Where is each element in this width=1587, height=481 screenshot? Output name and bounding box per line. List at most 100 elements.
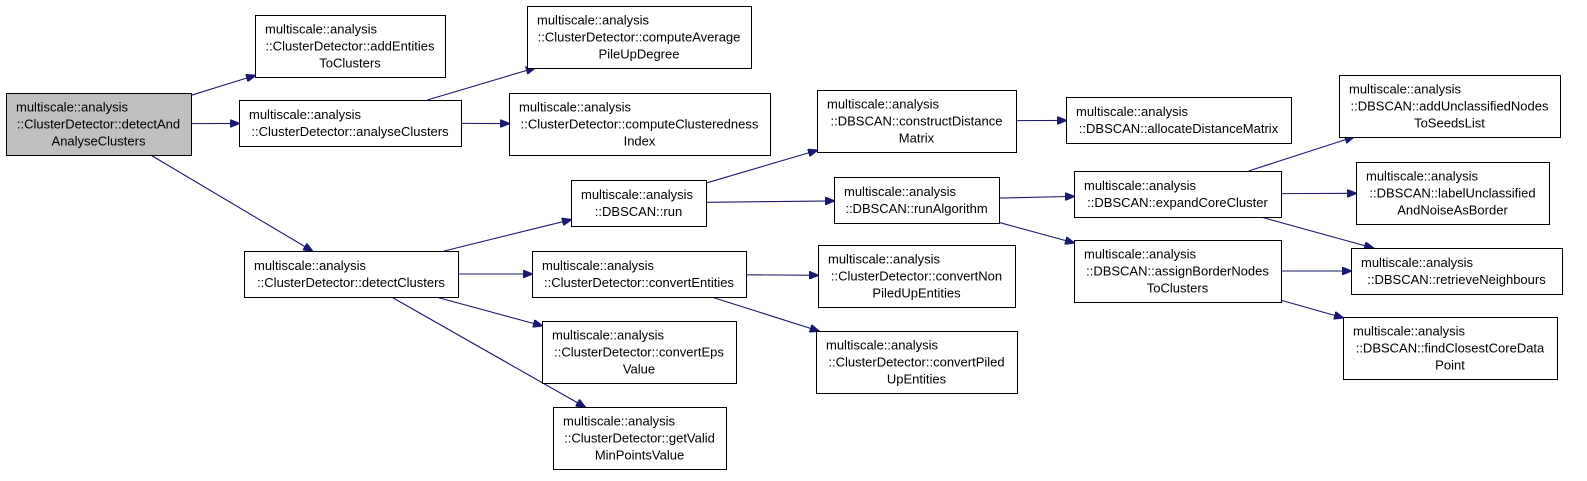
node-label-line: ToClusters [1147, 281, 1209, 296]
node-box [527, 6, 752, 69]
node-label-line: UpEntities [887, 372, 947, 387]
edge-expandCoreCluster-to-addUnclassifiedNodesToSeedsList [1248, 137, 1354, 172]
node-label-line: ::DBSCAN::constructDistance [831, 114, 1003, 129]
node-addEntitiesToClusters[interactable]: multiscale::analysis::ClusterDetector::a… [255, 15, 446, 78]
node-label-line: ToClusters [319, 56, 381, 71]
node-label-line: ::ClusterDetector::detectAnd [17, 117, 180, 132]
node-label-line: ::ClusterDetector::analyseClusters [251, 124, 449, 139]
node-label-line: AndNoiseAsBorder [1397, 203, 1508, 218]
node-computeClusterednessIndex[interactable]: multiscale::analysis::ClusterDetector::c… [509, 93, 771, 156]
edge-runAlgorithm-to-expandCoreCluster [998, 196, 1074, 198]
node-label-line: ::DBSCAN::assignBorderNodes [1086, 264, 1269, 279]
node-getValidMinPointsValue[interactable]: multiscale::analysis::ClusterDetector::g… [553, 407, 727, 470]
node-detectAndAnalyseClusters[interactable]: multiscale::analysis::ClusterDetector::d… [6, 93, 192, 156]
node-label-line: multiscale::analysis [826, 338, 938, 353]
node-label-line: ::DBSCAN::expandCoreCluster [1087, 195, 1268, 210]
node-label-line: ::DBSCAN::findClosestCoreData [1356, 341, 1545, 356]
node-label-line: ::DBSCAN::labelUnclassified [1369, 186, 1535, 201]
node-addUnclassifiedNodesToSeedsList[interactable]: multiscale::analysis::DBSCAN::addUnclass… [1339, 75, 1561, 138]
node-box [818, 245, 1016, 308]
node-labelUnclassifiedAndNoiseAsBorder[interactable]: multiscale::analysis::DBSCAN::labelUncla… [1356, 162, 1550, 225]
node-label-line: multiscale::analysis [249, 107, 361, 122]
node-label-line: multiscale::analysis [1349, 82, 1461, 97]
node-label-line: multiscale::analysis [827, 97, 939, 112]
node-box [816, 331, 1018, 394]
edge-detectClusters-to-getValidMinPointsValue [391, 296, 585, 407]
node-convertEntities[interactable]: multiscale::analysis::ClusterDetector::c… [532, 251, 747, 298]
node-box [553, 407, 727, 470]
node-box [1074, 171, 1282, 218]
node-label-line: multiscale::analysis [844, 184, 956, 199]
node-label-line: ::ClusterDetector::getValid [564, 431, 715, 446]
node-analyseClusters[interactable]: multiscale::analysis::ClusterDetector::a… [239, 100, 462, 147]
node-label-line: multiscale::analysis [1084, 178, 1196, 193]
node-label-line: ::DBSCAN::runAlgorithm [845, 201, 987, 216]
node-label-line: ::ClusterDetector::convertPiled [828, 355, 1004, 370]
node-box [1343, 317, 1558, 380]
node-label-line: multiscale::analysis [537, 13, 649, 28]
node-label-line: ::ClusterDetector::computeAverage [538, 30, 741, 45]
node-expandCoreCluster[interactable]: multiscale::analysis::DBSCAN::expandCore… [1074, 171, 1282, 218]
node-convertEpsValue[interactable]: multiscale::analysis::ClusterDetector::c… [542, 321, 737, 384]
node-findClosestCoreDataPoint[interactable]: multiscale::analysis::DBSCAN::findCloses… [1343, 317, 1558, 380]
edge-runAlgorithm-to-assignBorderNodesToClusters [998, 221, 1074, 242]
node-runAlgorithm[interactable]: multiscale::analysis::DBSCAN::runAlgorit… [834, 177, 1000, 224]
node-computeAveragePileUpDegree[interactable]: multiscale::analysis::ClusterDetector::c… [527, 6, 752, 69]
node-label-line: multiscale::analysis [542, 258, 654, 273]
node-label-line: AnalyseClusters [52, 134, 146, 149]
node-label-line: multiscale::analysis [254, 258, 366, 273]
node-label-line: ::ClusterDetector::convertEntities [544, 275, 735, 290]
node-label-line: ::ClusterDetector::addEntities [265, 39, 435, 54]
node-box [1066, 97, 1292, 144]
edge-convertEntities-to-convertPiledUpEntities [711, 296, 819, 331]
node-retrieveNeighbours[interactable]: multiscale::analysis::DBSCAN::retrieveNe… [1351, 248, 1563, 295]
node-box [509, 93, 771, 156]
edge-detectAndAnalyseClusters-to-addEntitiesToClusters [190, 75, 255, 96]
node-label-line: multiscale::analysis [552, 328, 664, 343]
node-detectClusters[interactable]: multiscale::analysis::ClusterDetector::d… [244, 251, 459, 298]
node-label-line: multiscale::analysis [1084, 247, 1196, 262]
node-box [834, 177, 1000, 224]
node-box [532, 251, 747, 298]
edge-analyseClusters-to-computeAveragePileUpDegree [427, 68, 535, 101]
node-label-line: PiledUpEntities [872, 286, 961, 301]
node-box [542, 321, 737, 384]
edge-dbscanRun-to-runAlgorithm [705, 201, 834, 202]
node-label-line: ::ClusterDetector::detectClusters [257, 275, 445, 290]
edge-dbscanRun-to-constructDistanceMatrix [705, 150, 817, 184]
node-label-line: ::ClusterDetector::convertEps [554, 345, 724, 360]
node-box [6, 93, 192, 156]
node-box [571, 180, 707, 227]
node-label-line: multiscale::analysis [16, 100, 128, 115]
nodes-layer: multiscale::analysis::ClusterDetector::d… [6, 6, 1563, 470]
node-label-line: ::DBSCAN::addUnclassifiedNodes [1351, 99, 1549, 114]
node-label-line: PileUpDegree [599, 47, 680, 62]
node-box [1351, 248, 1563, 295]
node-box [1339, 75, 1561, 138]
edge-convertEntities-to-convertNonPiledUpEntities [745, 275, 818, 276]
node-label-line: ::ClusterDetector::computeClusteredness [521, 117, 759, 132]
edge-detectClusters-to-dbscanRun [444, 220, 571, 252]
node-box [1356, 162, 1550, 225]
node-label-line: multiscale::analysis [1361, 255, 1473, 270]
node-allocateDistanceMatrix[interactable]: multiscale::analysis::DBSCAN::allocateDi… [1066, 97, 1292, 144]
node-label-line: multiscale::analysis [519, 100, 631, 115]
node-box [1074, 240, 1282, 303]
node-assignBorderNodesToClusters[interactable]: multiscale::analysis::DBSCAN::assignBord… [1074, 240, 1282, 303]
node-convertNonPiledUpEntities[interactable]: multiscale::analysis::ClusterDetector::c… [818, 245, 1016, 308]
node-label-line: multiscale::analysis [563, 414, 675, 429]
node-label-line: Matrix [899, 131, 935, 146]
node-label-line: ToSeedsList [1414, 116, 1485, 131]
node-convertPiledUpEntities[interactable]: multiscale::analysis::ClusterDetector::c… [816, 331, 1018, 394]
edge-expandCoreCluster-to-retrieveNeighbours [1260, 216, 1373, 248]
node-label-line: ::DBSCAN::retrieveNeighbours [1367, 272, 1546, 287]
node-label-line: ::ClusterDetector::convertNon [831, 269, 1002, 284]
node-dbscanRun[interactable]: multiscale::analysis::DBSCAN::run [571, 180, 707, 227]
node-label-line: Value [623, 362, 655, 377]
node-label-line: multiscale::analysis [581, 187, 693, 202]
node-label-line: ::DBSCAN::run [595, 204, 682, 219]
node-label-line: Point [1435, 358, 1465, 373]
edge-detectClusters-to-convertEpsValue [435, 296, 542, 326]
node-constructDistanceMatrix[interactable]: multiscale::analysis::DBSCAN::constructD… [817, 90, 1017, 153]
edge-assignBorderNodesToClusters-to-findClosestCoreDataPoint [1280, 299, 1343, 318]
